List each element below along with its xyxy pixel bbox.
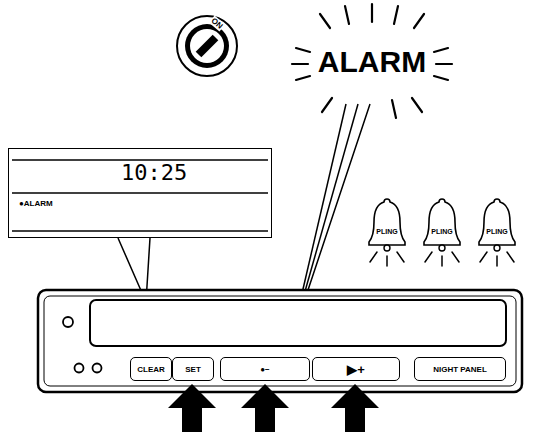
bell-shape [367, 198, 407, 252]
minus-button: ●− [220, 357, 310, 381]
display-callout: 10:25 ●ALARM [8, 148, 272, 238]
alarm-indicator: ●ALARM [19, 199, 53, 209]
bell-sound: PLING [486, 228, 507, 235]
alarm-bell: PLING [477, 198, 517, 252]
alarm-text: ALARM [318, 46, 426, 78]
night-panel-button: NIGHT PANEL [414, 357, 506, 381]
bell-sound: PLING [376, 228, 397, 235]
bell-sound: PLING [431, 228, 452, 235]
set-button: SET [172, 357, 214, 381]
button-label: SET [185, 365, 201, 374]
plus-button: ▶+ [312, 357, 400, 381]
clear-button: CLEAR [130, 357, 172, 381]
button-label: ▶+ [347, 362, 365, 377]
button-label: CLEAR [137, 365, 165, 374]
alarm-bell: PLING [422, 198, 462, 252]
alarm-bell: PLING [367, 198, 407, 252]
clock-time: 10:25 [121, 162, 187, 184]
bell-shape [422, 198, 462, 252]
button-label: ●− [260, 365, 270, 374]
bell-shape [477, 198, 517, 252]
button-label: NIGHT PANEL [433, 365, 487, 374]
